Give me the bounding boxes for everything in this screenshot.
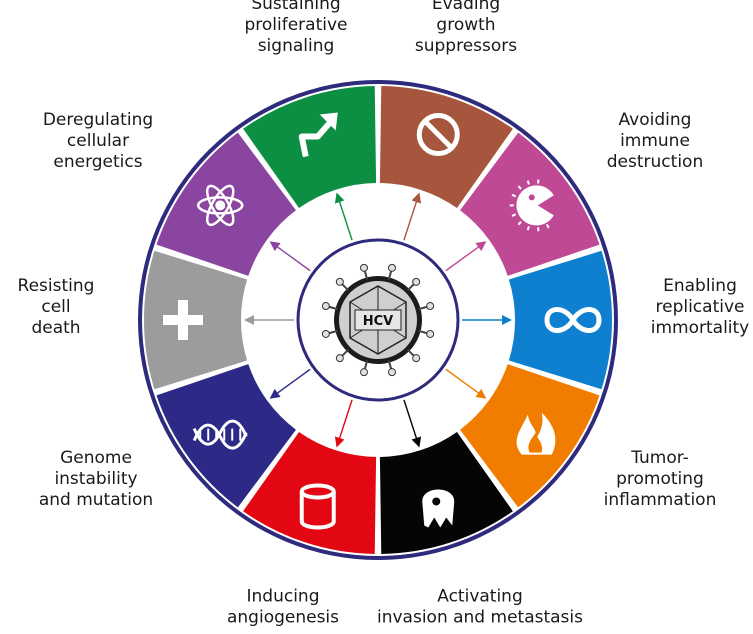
arrow-sustaining bbox=[334, 192, 353, 241]
label-invasion-line-0: Activating bbox=[437, 587, 523, 607]
label-immune-line-0: Avoiding bbox=[619, 110, 692, 130]
label-immortality-line-0: Enabling bbox=[663, 276, 737, 296]
label-immune-line-2: destruction bbox=[607, 152, 703, 172]
segment-sustaining bbox=[243, 86, 377, 209]
label-evading-line-0: Evading bbox=[432, 0, 500, 14]
label-sustaining-line-1: proliferative bbox=[244, 15, 347, 35]
label-genome-line-2: and mutation bbox=[39, 490, 153, 510]
flame-icon bbox=[516, 412, 556, 455]
label-evading-line-1: growth bbox=[436, 15, 495, 35]
pacman-cell-icon bbox=[509, 179, 554, 232]
cross-icon bbox=[163, 300, 203, 340]
segment-immortality bbox=[508, 250, 612, 390]
hallmark-arrows bbox=[244, 192, 512, 448]
label-death-line-2: death bbox=[31, 318, 80, 338]
dna-icon bbox=[192, 419, 248, 450]
arrow-inflammation bbox=[445, 368, 487, 399]
segment-evading bbox=[379, 86, 513, 209]
label-inflammation-line-0: Tumor- bbox=[630, 448, 689, 468]
ghost-cell-icon bbox=[422, 489, 455, 528]
atom-icon bbox=[196, 184, 244, 227]
segment-energetics bbox=[156, 132, 296, 276]
label-inflammation-line-2: inflammation bbox=[604, 490, 717, 510]
label-energetics-line-1: cellular bbox=[67, 131, 129, 151]
label-sustaining-line-0: Sustaining bbox=[251, 0, 340, 14]
segment-genome bbox=[156, 364, 296, 508]
hallmark-segments bbox=[143, 86, 612, 554]
arrow-up-right-icon bbox=[298, 112, 338, 158]
label-angiogenesis-line-1: angiogenesis bbox=[227, 608, 339, 628]
label-immune-line-1: immune bbox=[620, 131, 690, 151]
label-angiogenesis-line-0: Inducing bbox=[247, 587, 320, 607]
label-sustaining-line-2: signaling bbox=[258, 36, 335, 56]
vessel-icon bbox=[299, 483, 336, 530]
arrow-immune bbox=[445, 241, 487, 272]
infinity-icon bbox=[544, 307, 602, 333]
label-genome-line-0: Genome bbox=[60, 448, 132, 468]
hcv-label: HCV bbox=[363, 314, 393, 329]
segment-angiogenesis bbox=[243, 431, 377, 554]
arrow-energetics bbox=[269, 241, 311, 272]
hcv-virus-icon: HCV bbox=[321, 263, 435, 377]
arrow-invasion bbox=[403, 399, 422, 448]
no-entry-icon bbox=[416, 113, 460, 157]
arrow-evading bbox=[403, 192, 422, 241]
label-immortality-line-2: immortality bbox=[651, 318, 750, 338]
label-invasion-line-1: invasion and metastasis bbox=[377, 608, 583, 628]
label-immortality-line-1: replicative bbox=[656, 297, 745, 317]
label-inflammation-line-1: promoting bbox=[616, 469, 704, 489]
label-death-line-0: Resisting bbox=[18, 276, 95, 296]
arrow-genome bbox=[269, 368, 311, 399]
arrow-angiogenesis bbox=[334, 399, 353, 448]
label-death-line-1: cell bbox=[41, 297, 70, 317]
label-energetics-line-0: Deregulating bbox=[43, 110, 153, 130]
label-energetics-line-2: energetics bbox=[53, 152, 142, 172]
label-genome-line-1: instability bbox=[54, 469, 137, 489]
label-evading-line-2: suppressors bbox=[415, 36, 517, 56]
